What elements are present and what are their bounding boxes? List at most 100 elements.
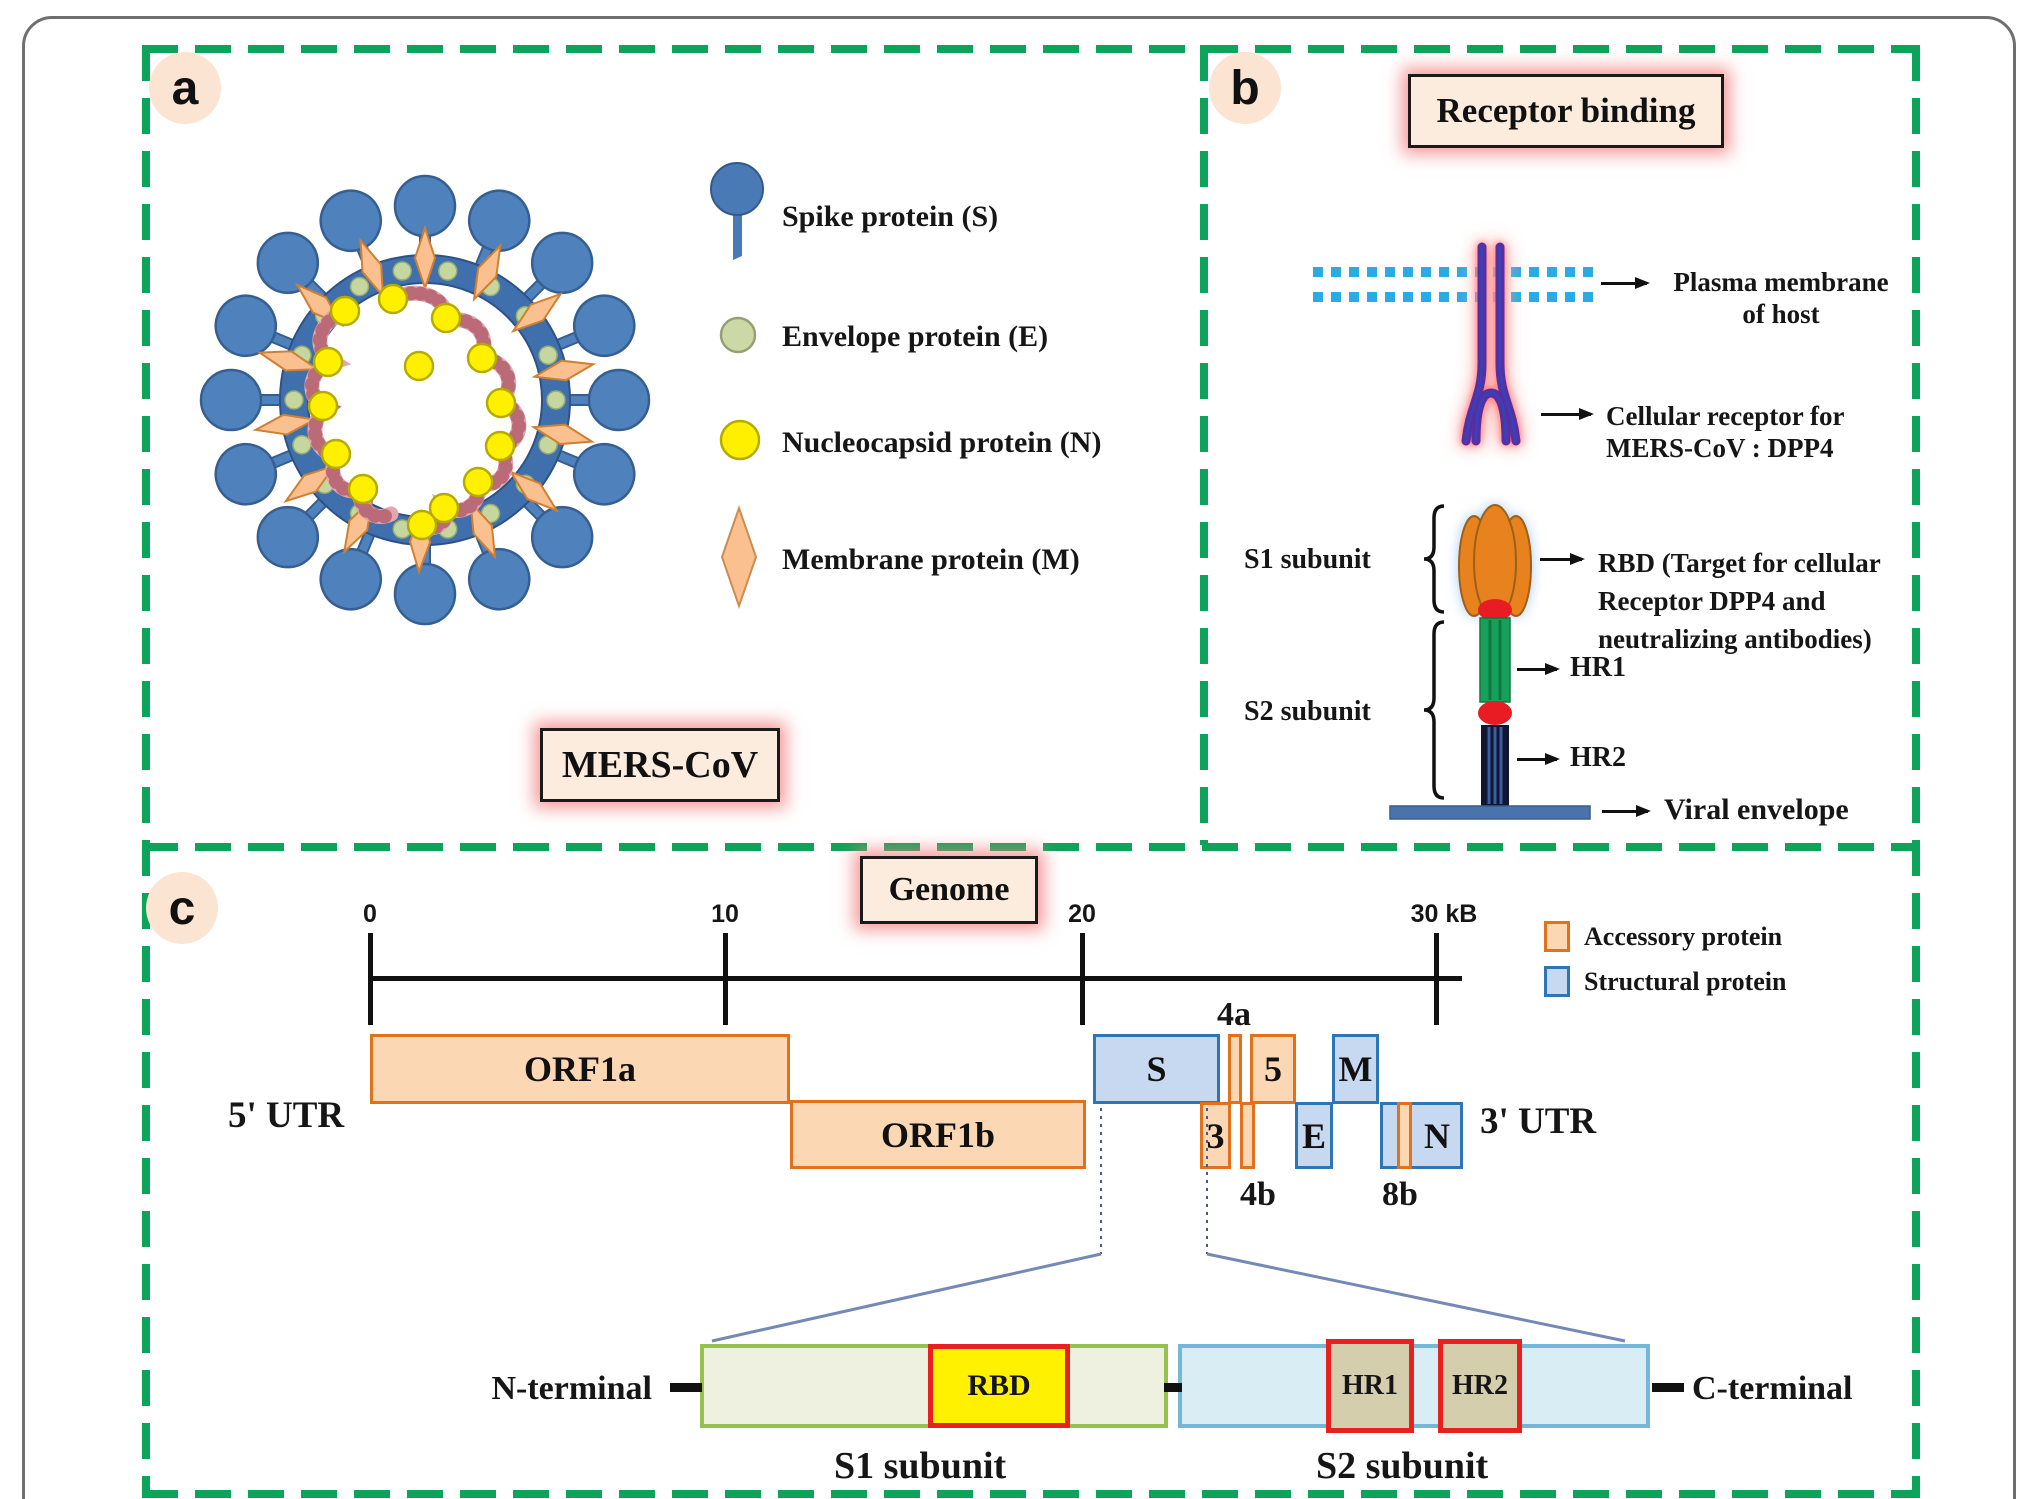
hr2-box: HR2	[1438, 1339, 1522, 1433]
subunit-brackets	[1423, 504, 1445, 800]
virion-illustration	[199, 174, 651, 626]
nucleocapsid-beads	[307, 283, 517, 541]
gene-orf1b: ORF1b	[790, 1100, 1086, 1169]
gene-e: E	[1295, 1102, 1333, 1169]
panel-border-right	[1912, 45, 1920, 1495]
accessory-protein-swatch	[1544, 921, 1570, 952]
legend-envelope-label: Envelope protein (E)	[782, 320, 1049, 353]
genome-title-box: Genome	[860, 856, 1038, 924]
s2-subunit-label: S2 subunit	[1244, 696, 1371, 727]
gene-s: S	[1093, 1034, 1220, 1104]
cellular-receptor-line2: MERS-CoV : DPP4	[1606, 433, 1834, 463]
n-terminal-dash	[670, 1383, 702, 1392]
gene-4b	[1240, 1102, 1255, 1169]
cellular-receptor-arrow	[1541, 408, 1594, 420]
s1-subunit-label: S1 subunit	[1244, 544, 1371, 575]
page-frame	[22, 16, 2016, 1499]
panel-border-middle	[142, 843, 1920, 851]
s1-s2-connector-dash	[1164, 1383, 1182, 1392]
hr2-rod	[1481, 725, 1509, 806]
scale-label-10: 10	[711, 900, 739, 928]
panel-border-divider-ab	[1200, 45, 1208, 845]
plasma-membrane-line1: Plasma membrane	[1673, 267, 1889, 297]
gene-8b-callout: 8b	[1382, 1176, 1418, 1213]
rbd-box: RBD	[928, 1344, 1070, 1428]
plasma-membrane-label: Plasma membrane of host	[1655, 266, 1907, 330]
gene-3-label: 3	[1206, 1115, 1225, 1156]
hr1-box: HR1	[1326, 1339, 1414, 1433]
scale-tick-30	[1434, 933, 1439, 1025]
hr1-rod	[1479, 617, 1511, 703]
gene-orf1a-label: ORF1a	[524, 1049, 636, 1089]
panel-border-top	[142, 45, 1920, 53]
rbd-line2: Receptor DPP4 and	[1598, 586, 1826, 616]
panel-border-left	[142, 45, 150, 1495]
hr2-label: HR2	[1570, 742, 1626, 773]
hr1-label: HR1	[1570, 652, 1626, 683]
viral-envelope-arrow	[1602, 805, 1651, 817]
gene-4b-callout: 4b	[1240, 1176, 1276, 1213]
rbd-line1: RBD (Target for cellular	[1598, 548, 1881, 578]
mers-cov-title-box: MERS-CoV	[540, 728, 780, 802]
plasma-membrane-line2: of host	[1742, 299, 1820, 329]
gene-m: M	[1332, 1034, 1379, 1104]
gene-4a	[1228, 1034, 1242, 1104]
s1-subunit-bottom-label: S1 subunit	[834, 1445, 1007, 1487]
legend-spike-label: Spike protein (S)	[782, 200, 999, 233]
accessory-protein-label: Accessory protein	[1584, 922, 1783, 951]
hr1-box-label: HR1	[1342, 1370, 1398, 1401]
legend-membrane-label: Membrane protein (M)	[782, 543, 1080, 576]
panel-c-letter: c	[168, 881, 196, 935]
s2-region-box	[1178, 1344, 1650, 1428]
scale-label-0: 0	[363, 900, 377, 928]
viral-envelope-label: Viral envelope	[1664, 793, 1849, 826]
s2-bracket	[1423, 620, 1445, 800]
hr2-arrow	[1517, 753, 1560, 765]
utr3-label: 3' UTR	[1480, 1101, 1597, 1142]
gene-e-label: E	[1301, 1115, 1326, 1156]
gene-n: N	[1380, 1102, 1463, 1169]
gene-n-label: N	[1424, 1115, 1450, 1156]
receptor-binding-title: Receptor binding	[1436, 91, 1696, 130]
gene-4a-callout: 4a	[1217, 996, 1251, 1033]
panel-border-bottom	[142, 1490, 1920, 1498]
gene-5-label: 5	[1264, 1049, 1282, 1089]
plasma-membrane-row-bottom	[1313, 292, 1599, 302]
scale-tick-10	[723, 933, 728, 1025]
cellular-receptor-line1: Cellular receptor for	[1606, 401, 1845, 431]
rbd-label: RBD (Target for cellular Receptor DPP4 a…	[1598, 544, 1881, 658]
receptor-binding-title-box: Receptor binding	[1408, 74, 1724, 148]
s1-s2-junction	[1478, 599, 1512, 621]
spike-structure-illustration	[1389, 504, 1591, 820]
envelope-protein-icon	[719, 316, 757, 354]
gene-3: 3	[1200, 1102, 1231, 1169]
plasma-membrane-arrow	[1601, 277, 1650, 289]
gene-8b	[1397, 1102, 1412, 1169]
gene-m-label: M	[1338, 1049, 1373, 1089]
dpp4-receptor-icon	[1461, 242, 1521, 446]
gene-orf1b-label: ORF1b	[880, 1114, 995, 1155]
panel-b-label: b	[1209, 52, 1281, 124]
panel-c-label: c	[146, 872, 218, 944]
scale-label-30kb: 30 kB	[1410, 900, 1478, 928]
rbd-arrow	[1540, 553, 1585, 565]
gene-5: 5	[1250, 1034, 1296, 1104]
rbd-box-label: RBD	[967, 1369, 1031, 1402]
viral-envelope-bar	[1389, 805, 1591, 820]
panel-a-label: a	[149, 52, 221, 124]
panel-b-letter: b	[1230, 61, 1260, 115]
scale-tick-20	[1080, 933, 1085, 1025]
rbd-line3: neutralizing antibodies)	[1598, 624, 1872, 654]
s1-trimer	[1458, 504, 1532, 620]
hr2-box-label: HR2	[1452, 1370, 1508, 1401]
hr1-arrow	[1517, 663, 1560, 675]
gene-s-label: S	[1146, 1049, 1167, 1089]
scale-tick-0	[368, 933, 373, 1025]
s1-bracket	[1423, 504, 1445, 614]
panel-a-letter: a	[171, 61, 199, 115]
structural-protein-label: Structural protein	[1584, 967, 1787, 996]
s2-subunit-bottom-label: S2 subunit	[1316, 1445, 1489, 1487]
mers-cov-title: MERS-CoV	[561, 744, 759, 786]
genome-title: Genome	[888, 871, 1010, 908]
